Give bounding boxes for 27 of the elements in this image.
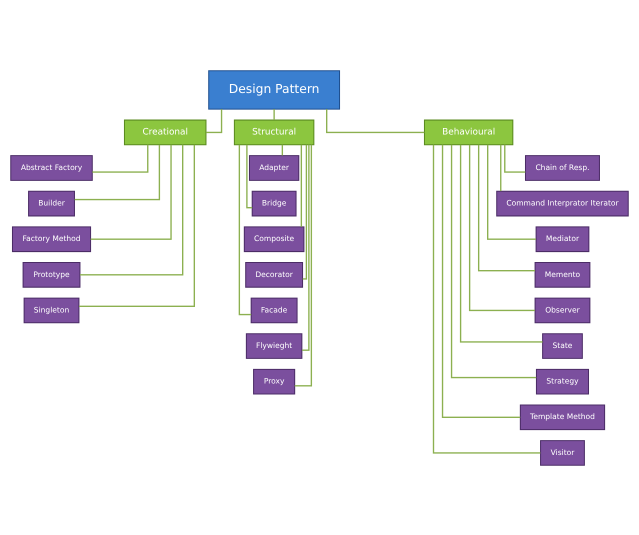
connector	[273, 108, 275, 120]
connector	[450, 144, 536, 378]
connector	[468, 144, 535, 311]
connector	[302, 144, 310, 350]
connector	[442, 144, 520, 418]
connector	[92, 144, 148, 172]
connector	[460, 144, 543, 342]
connector	[79, 144, 196, 307]
node-box: Behavioural	[424, 119, 514, 145]
connector	[326, 108, 424, 133]
node-box: Structural	[234, 119, 314, 145]
node-box: Design Pattern	[208, 70, 340, 110]
connector	[432, 144, 540, 454]
connector	[487, 144, 536, 240]
connector	[478, 144, 536, 271]
connector	[500, 144, 502, 191]
connector	[90, 144, 172, 240]
connector	[504, 144, 526, 172]
connector	[206, 108, 222, 133]
connector	[294, 144, 312, 386]
connector	[80, 144, 184, 276]
connector	[302, 144, 308, 280]
node-box: Creational	[124, 119, 206, 145]
connector	[300, 144, 302, 226]
connector	[282, 144, 284, 155]
connector	[74, 144, 160, 200]
connector	[246, 144, 252, 208]
